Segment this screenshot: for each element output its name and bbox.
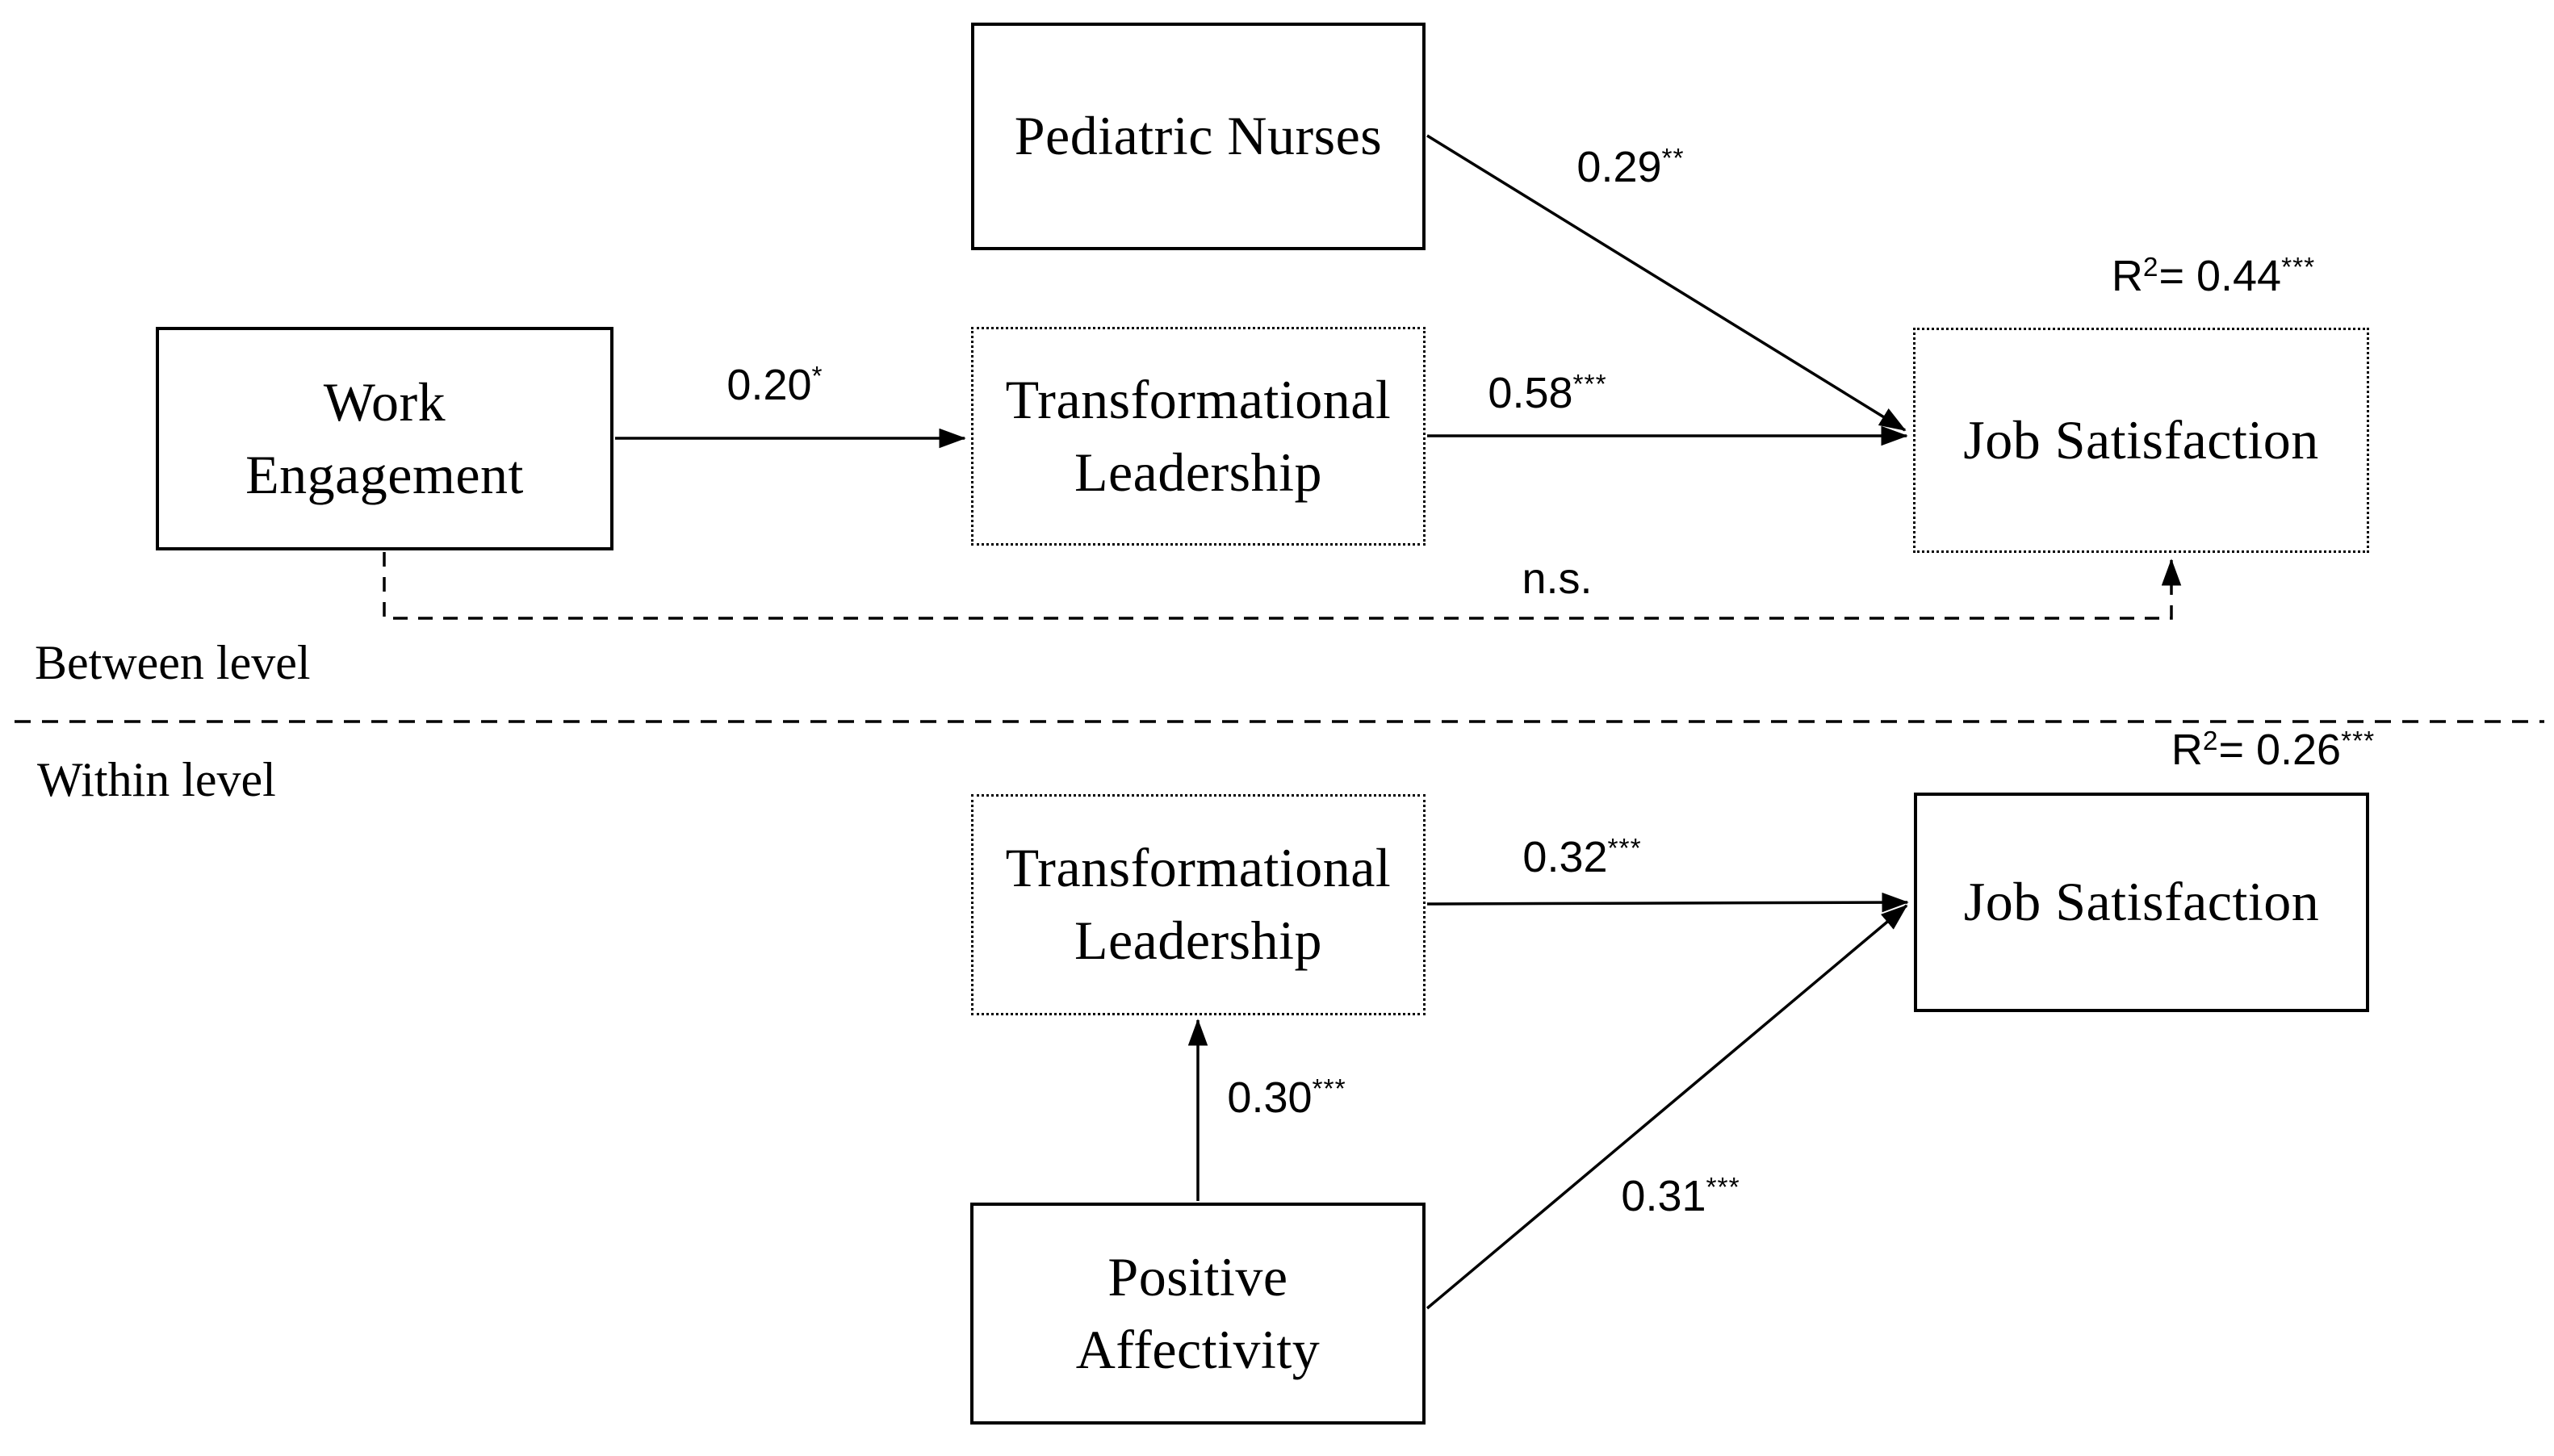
r2-exponent: 2 — [2142, 252, 2159, 282]
arrow-pa-to-js-within — [1426, 904, 1908, 1310]
box-label-line: Positive — [1107, 1245, 1288, 1307]
box-positive-affectivity-label: Positive Affectivity — [1076, 1241, 1321, 1387]
coef-stars: ** — [1661, 143, 1685, 174]
box-pediatric-nurses-label: Pediatric Nurses — [1015, 100, 1383, 173]
arrow-tl-to-js-within — [1426, 892, 1909, 913]
r-squared-between: R2= 0.44*** — [2112, 251, 2315, 301]
r2-value: = 0.44 — [2158, 252, 2282, 300]
box-js-between-label: Job Satisfaction — [1963, 404, 2319, 477]
coef-stars: *** — [1572, 369, 1607, 400]
r-squared-within: R2= 0.26*** — [2171, 725, 2375, 775]
box-label-line: Affectivity — [1075, 1318, 1321, 1380]
box-work-engagement-label: Work Engagement — [245, 366, 524, 512]
coef-value: 0.30 — [1227, 1073, 1313, 1122]
coef-stars: *** — [1312, 1073, 1346, 1104]
coef-pn-to-js: 0.29** — [1576, 142, 1684, 192]
box-label-line: Transformational — [1005, 837, 1392, 899]
arrow-ns-we-to-js — [383, 552, 2182, 620]
box-tl-between-label: Transformational Leadership — [1006, 364, 1392, 509]
coef-pa-to-tl: 0.30*** — [1227, 1073, 1346, 1123]
coef-pa-to-js: 0.31*** — [1621, 1171, 1740, 1221]
box-job-satisfaction-within: Job Satisfaction — [1914, 793, 2369, 1012]
box-label-line: Job Satisfaction — [1963, 408, 2319, 471]
box-label-line: Transformational — [1005, 368, 1392, 430]
coef-value: 0.58 — [1488, 369, 1573, 417]
coef-value: n.s. — [1522, 554, 1593, 603]
box-label-line: Job Satisfaction — [1963, 871, 2320, 933]
coef-tl-to-js-between: 0.58*** — [1488, 368, 1606, 418]
r2-stars: *** — [2341, 726, 2376, 756]
coef-stars: *** — [1607, 833, 1642, 864]
box-js-within-label: Job Satisfaction — [1964, 866, 2320, 939]
coef-value: 0.29 — [1576, 143, 1662, 191]
box-label-line: Work — [323, 370, 446, 433]
box-transformational-leadership-between: Transformational Leadership — [971, 327, 1426, 546]
box-label-line: Engagement — [245, 443, 524, 505]
coef-tl-to-js-within: 0.32*** — [1522, 832, 1641, 882]
between-level-label: Between level — [35, 636, 311, 689]
r2-stars: *** — [2281, 252, 2316, 282]
arrow-pn-to-js — [1426, 134, 1907, 432]
r2-value: = 0.26 — [2218, 726, 2342, 774]
r2-base: R — [2111, 252, 2143, 300]
coef-stars: *** — [1706, 1172, 1740, 1203]
coef-we-to-tl: 0.20* — [726, 360, 823, 410]
coef-value: 0.32 — [1522, 833, 1608, 881]
box-job-satisfaction-between: Job Satisfaction — [1913, 328, 2369, 553]
box-label-line: Pediatric Nurses — [1014, 105, 1383, 167]
box-work-engagement: Work Engagement — [156, 327, 613, 550]
box-tl-within-label: Transformational Leadership — [1006, 832, 1392, 977]
coef-value: 0.20 — [726, 361, 812, 409]
box-transformational-leadership-within: Transformational Leadership — [971, 794, 1426, 1015]
coef-stars: * — [811, 361, 823, 391]
coef-ns-we-to-js: n.s. — [1522, 554, 1592, 604]
box-pediatric-nurses: Pediatric Nurses — [971, 23, 1426, 250]
r2-exponent: 2 — [2202, 726, 2219, 756]
within-level-label: Within level — [37, 753, 276, 806]
box-positive-affectivity: Positive Affectivity — [970, 1203, 1426, 1425]
box-label-line: Leadership — [1074, 910, 1323, 971]
coef-value: 0.31 — [1621, 1172, 1706, 1220]
box-label-line: Leadership — [1074, 441, 1323, 503]
r2-base: R — [2171, 726, 2203, 774]
